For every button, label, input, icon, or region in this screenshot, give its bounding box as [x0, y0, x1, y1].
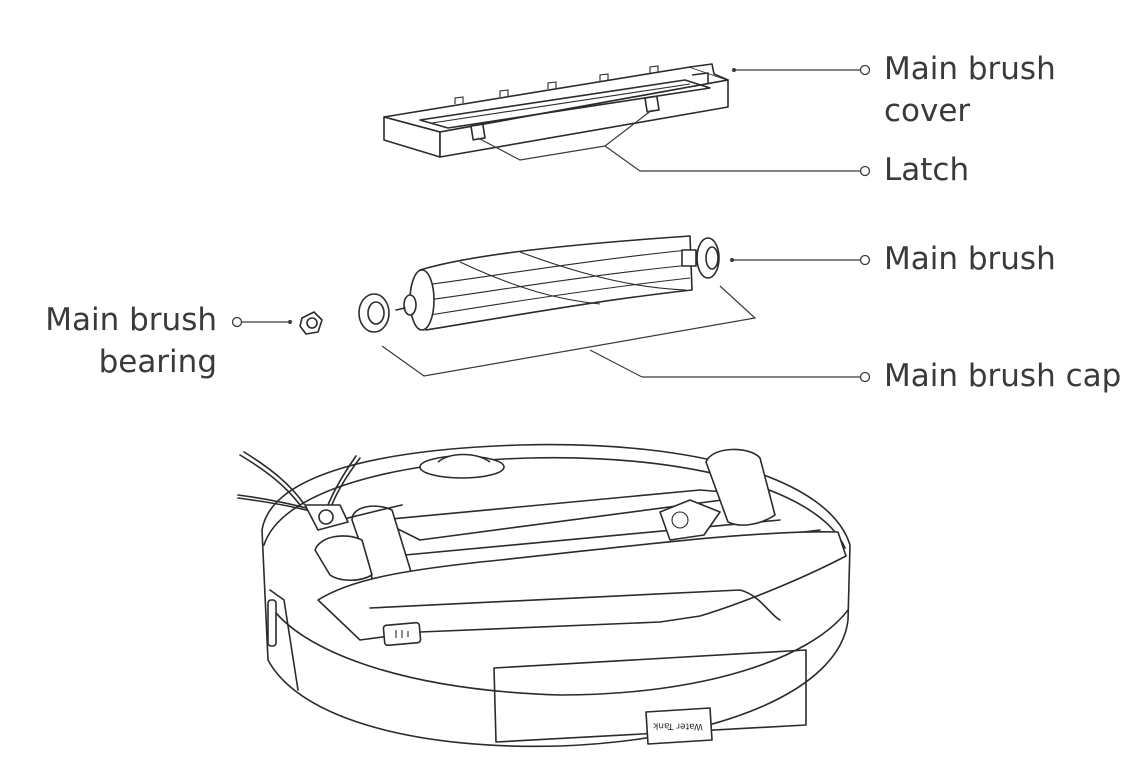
main-brush-cap-part [358, 285, 757, 377]
label-latch: Latch [884, 152, 970, 188]
robot-vacuum-body: Water Tank [237, 443, 851, 748]
label-main-brush-bearing-line1: Main brush [45, 302, 217, 338]
label-main-brush: Main brush [884, 241, 1056, 277]
water-tank-tab-text: Water Tank [652, 720, 703, 731]
leader-end-main-brush [859, 254, 871, 266]
leader-end-latch [859, 165, 871, 177]
leader-end-main-brush-cap [859, 371, 871, 383]
label-main-brush-bearing-line2: bearing [98, 344, 217, 380]
main-brush-part [395, 235, 720, 331]
leader-lines [231, 64, 871, 383]
label-main-brush-bearing: Main brush bearing [45, 299, 217, 383]
label-main-brush-cover: Main brush cover [884, 48, 1056, 132]
label-main-brush-cover-line2: cover [884, 93, 971, 129]
main-brush-cover-part [383, 63, 729, 161]
leader-end-main-brush-cover [859, 64, 871, 76]
leader-end-main-brush-bearing [231, 316, 243, 328]
main-brush-bearing-part [299, 311, 323, 335]
label-main-brush-cover-line1: Main brush [884, 51, 1056, 87]
label-main-brush-cap: Main brush cap [884, 358, 1122, 394]
